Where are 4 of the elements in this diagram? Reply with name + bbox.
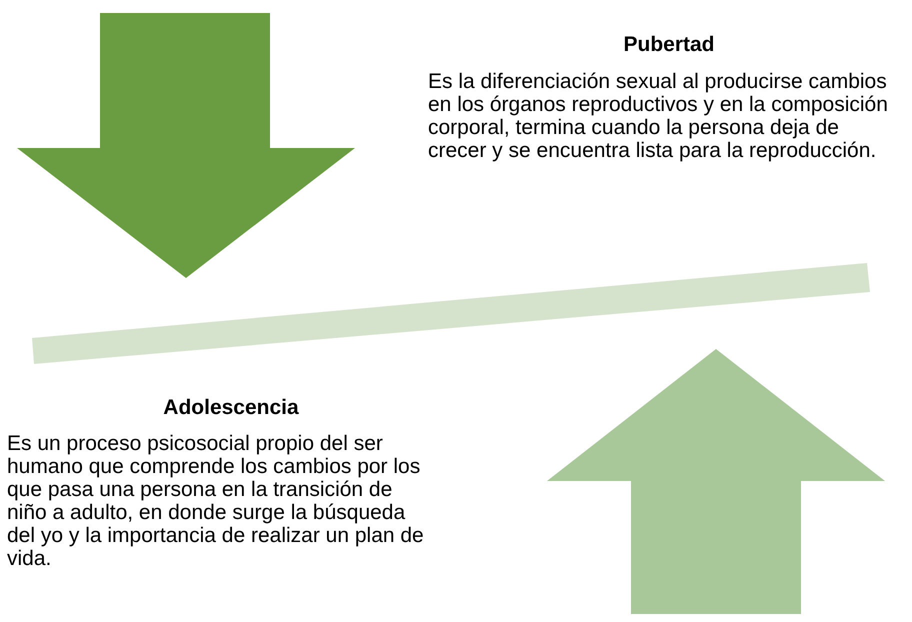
heading: Pubertad [622, 33, 716, 56]
description-text: Es la diferenciación sexual al producirse cambios en los órganos reproductivos y en la composición corporal, termina cuando la persona deja de crecer y se encuentra lista para la reproducción. [428, 70, 889, 162]
description-text: Es un proceso psicosocial propio del ser humano que comprende los cambios por los que pasa una persona en la transición de niño a adulto, en donde surge la búsqueda del yo y la importancia de realizar un plan de vida. [7, 432, 425, 570]
heading: Adolescencia [162, 396, 300, 419]
